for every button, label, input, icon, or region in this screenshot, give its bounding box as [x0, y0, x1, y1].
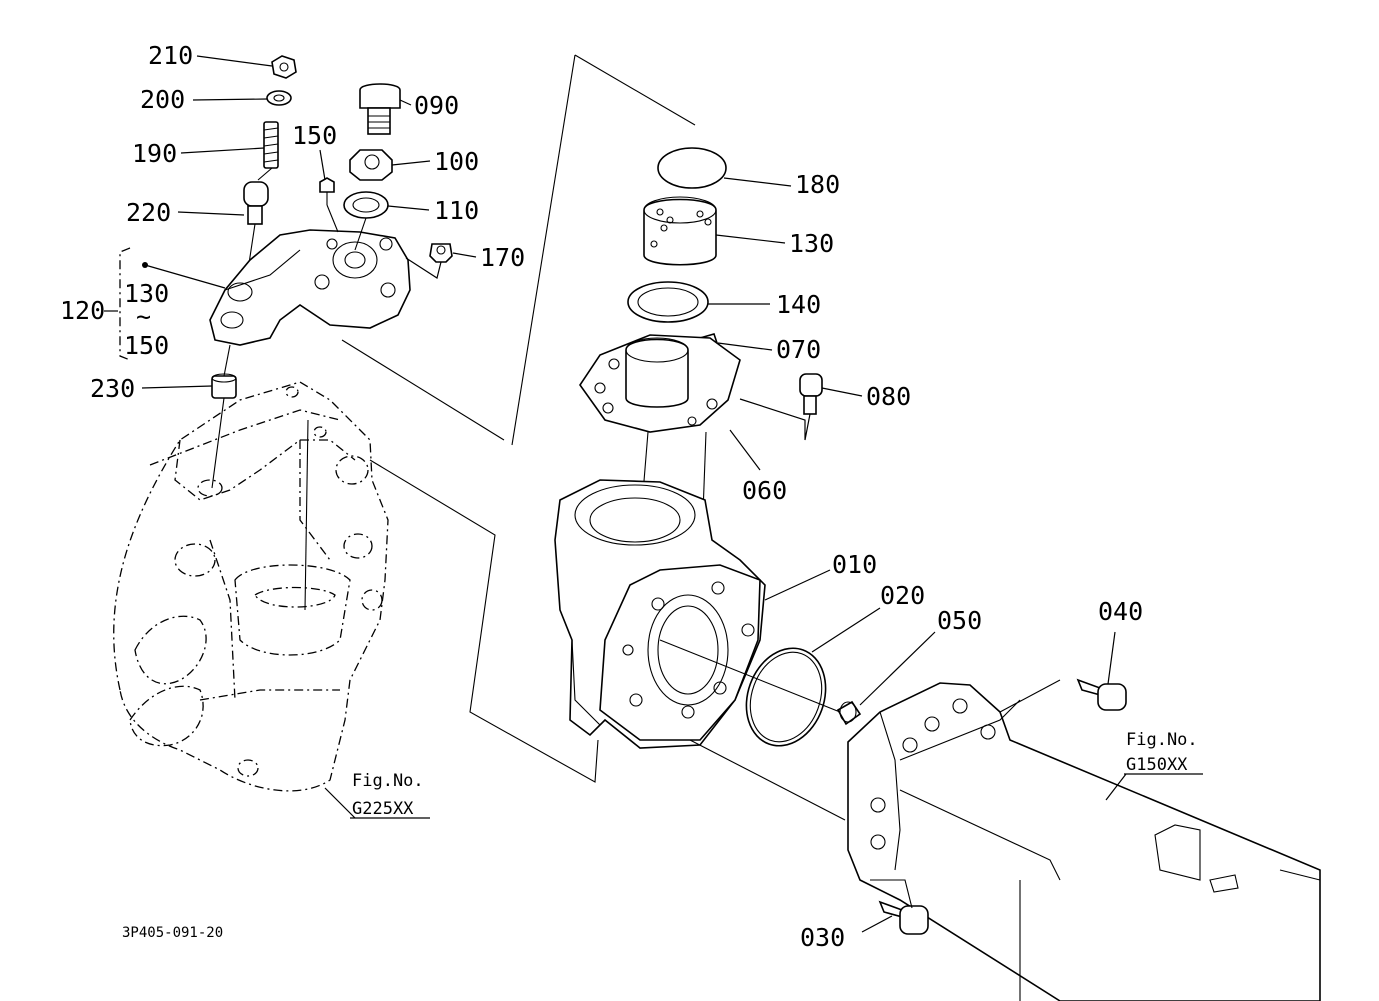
callout-100: 100: [434, 147, 479, 176]
callout-050: 050: [937, 606, 982, 635]
left-housing-drawing: [113, 381, 389, 792]
callout-090: 090: [414, 91, 459, 120]
assembly-range-symbol: ~: [136, 302, 151, 331]
callout-080: 080: [866, 382, 911, 411]
drawing-number: 3P405-091-20: [122, 925, 223, 941]
callout-070: 070: [776, 335, 821, 364]
fig-ref-left-caption: Fig.No.: [352, 771, 424, 791]
figure-reference-right: Fig.No. G150XX: [1124, 730, 1203, 775]
callout-140: 140: [776, 290, 821, 319]
fig-ref-right-number: G150XX: [1126, 755, 1188, 775]
callout-150: 150: [292, 121, 337, 150]
callout-110: 110: [434, 196, 479, 225]
callout-130: 130: [789, 229, 834, 258]
leader-lines: [141, 55, 1127, 933]
callout-030: 030: [800, 923, 845, 952]
callout-020: 020: [880, 581, 925, 610]
callout-190: 190: [132, 139, 177, 168]
figure-reference-left: Fig.No. G225XX: [350, 771, 430, 819]
callout-230: 230: [90, 374, 135, 403]
assembly-number: 120: [60, 296, 105, 325]
assembly-range-to: 150: [124, 331, 169, 360]
callout-060: 060: [742, 476, 787, 505]
callout-170: 170: [480, 243, 525, 272]
right-housing-drawing: [847, 678, 1321, 1001]
callout-040: 040: [1098, 597, 1143, 626]
assembly-120-group: 120 130 ~ 150: [60, 247, 169, 361]
fig-ref-left-number: G225XX: [352, 799, 414, 819]
callout-210: 210: [148, 41, 193, 70]
callout-010: 010: [832, 550, 877, 579]
callout-labels: 210 200 090 190 150 100 180 110 220 170 …: [90, 41, 1143, 952]
callout-200: 200: [140, 85, 185, 114]
callout-180: 180: [795, 170, 840, 199]
callout-220: 220: [126, 198, 171, 227]
center-parts: [369, 54, 862, 821]
fig-ref-right-caption: Fig.No.: [1126, 730, 1198, 750]
assembly-range-from: 130: [124, 279, 169, 308]
upper-left-parts: [209, 55, 505, 611]
